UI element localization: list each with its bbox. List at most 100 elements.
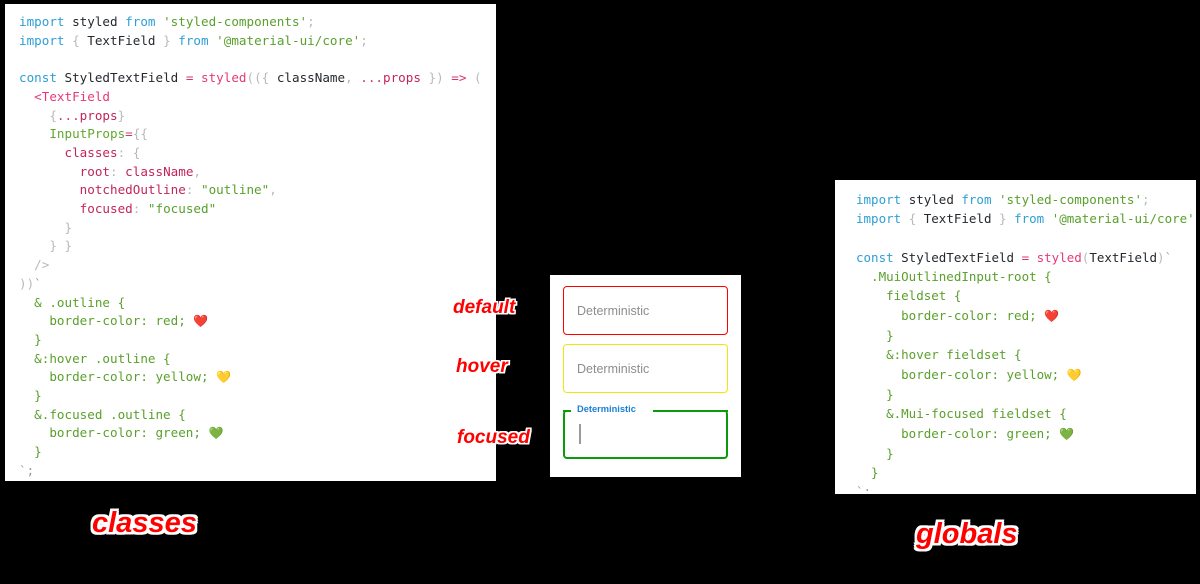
code-token: =>: [443, 70, 467, 86]
code-token: `;: [856, 484, 872, 494]
code-token: border-color: red;: [19, 313, 194, 329]
code-token: const: [19, 70, 65, 86]
code-token: ): [1157, 249, 1165, 265]
code-token: border-color: green;: [856, 425, 1060, 441]
code-line: & .outline {: [19, 294, 488, 313]
code-token: focused: [19, 201, 133, 217]
code-token: styled: [908, 192, 954, 207]
code-token: :: [185, 182, 201, 198]
heart-emoji-icon: ❤️: [1044, 308, 1060, 323]
code-line: ))`: [19, 275, 488, 294]
code-line: [19, 50, 488, 69]
state-label-focused: focused: [457, 427, 530, 448]
code-token: 'styled-components': [999, 192, 1142, 207]
textfield-preview-panel: Deterministic Deterministic Deterministi…: [550, 275, 741, 477]
code-token: border-color: green;: [19, 425, 209, 441]
code-line: }: [856, 326, 1190, 345]
code-line: &.focused .outline {: [19, 406, 488, 425]
code-line: }: [19, 443, 488, 462]
code-token: `;: [19, 462, 35, 478]
code-token: } }: [19, 238, 73, 254]
code-line: } }: [19, 237, 488, 256]
code-token: from: [953, 192, 999, 207]
code-line: root: className,: [19, 163, 488, 182]
code-token: .MuiOutlinedInput-root {: [856, 269, 1052, 285]
code-line: }: [856, 444, 1190, 463]
code-token: =: [178, 70, 201, 86]
caption-classes: classes: [92, 507, 197, 539]
code-line: const StyledTextField = styled(({ classN…: [19, 69, 488, 88]
code-line: classes: {: [19, 144, 488, 163]
code-token: )): [19, 275, 35, 291]
code-token: TextField: [79, 32, 164, 48]
code-line: border-color: yellow; 💛: [19, 368, 488, 387]
code-line: border-color: red; ❤️: [856, 306, 1190, 326]
heart-emoji-icon: 💛: [1066, 367, 1082, 382]
code-token: }: [856, 465, 879, 481]
code-line: .MuiOutlinedInput-root {: [856, 267, 1190, 286]
code-token: }: [117, 107, 126, 123]
code-token: className: [276, 70, 346, 86]
textfield-focused-label: Deterministic: [573, 404, 640, 415]
code-token: const: [856, 249, 902, 265]
code-token: :: [132, 201, 148, 217]
code-token: props: [79, 107, 118, 123]
code-panel-classes: import styled from 'styled-components';i…: [5, 4, 496, 481]
code-token: styled: [1036, 249, 1082, 265]
caption-globals: globals: [916, 518, 1018, 550]
code-line: `;: [19, 462, 488, 481]
code-token: }: [19, 331, 42, 347]
code-token: }: [856, 445, 894, 461]
code-line: }: [19, 219, 488, 238]
code-line: const StyledTextField = styled(TextField…: [856, 248, 1190, 267]
code-token: ,: [269, 182, 277, 198]
code-block-classes: import styled from 'styled-components';i…: [19, 13, 488, 481]
code-token: }: [19, 388, 42, 404]
code-token: &:hover fieldset {: [856, 347, 1022, 363]
state-label-default: default: [453, 297, 516, 318]
code-token: '@material-ui/core': [1051, 211, 1195, 227]
code-token: fieldset {: [856, 288, 962, 304]
code-token: TextField: [1089, 249, 1158, 265]
code-token: }: [999, 211, 1007, 227]
code-token: {: [19, 107, 57, 123]
notch-segment-right: [653, 410, 728, 412]
textfield-default[interactable]: Deterministic: [563, 286, 728, 335]
code-token: border-color: yellow;: [856, 366, 1067, 382]
code-token: import: [19, 32, 73, 48]
textfield-hover[interactable]: Deterministic: [563, 344, 728, 393]
code-token: `: [34, 275, 42, 291]
code-token: ...: [360, 70, 383, 86]
code-line: fieldset {: [856, 286, 1190, 305]
code-line: }: [856, 463, 1190, 482]
code-line: [856, 229, 1190, 248]
code-token: border-color: yellow;: [19, 369, 217, 385]
code-line: &.Mui-focused fieldset {: [856, 404, 1190, 423]
code-token: }: [19, 444, 42, 460]
code-token: =: [125, 126, 133, 142]
code-line: }: [19, 387, 488, 406]
state-label-hover: hover: [456, 356, 508, 377]
notched-outline: [563, 410, 728, 412]
code-token: classes: [19, 144, 118, 160]
code-token: : {: [117, 144, 141, 160]
textfield-focused[interactable]: Deterministic: [563, 404, 728, 459]
code-token: :: [110, 163, 126, 179]
notch-segment-left: [563, 410, 571, 412]
code-line: notchedOutline: "outline",: [19, 181, 488, 200]
code-line: border-color: green; 💚: [19, 424, 488, 443]
code-token: props: [383, 70, 421, 86]
code-line: `;: [856, 482, 1190, 494]
code-token: />: [19, 257, 50, 273]
code-token: import: [856, 192, 909, 207]
code-token: ...: [56, 107, 80, 123]
code-line: />: [19, 256, 488, 275]
code-token: border-color: red;: [856, 307, 1045, 323]
textfield-hover-placeholder: Deterministic: [577, 361, 650, 376]
code-line: import { TextField } from '@material-ui/…: [19, 32, 488, 51]
code-line: &:hover fieldset {: [856, 345, 1190, 364]
code-token: }: [856, 386, 894, 402]
code-token: &:hover .outline {: [19, 350, 171, 366]
code-token: &.focused .outline {: [19, 406, 186, 422]
code-line: import styled from 'styled-components';: [19, 13, 488, 32]
